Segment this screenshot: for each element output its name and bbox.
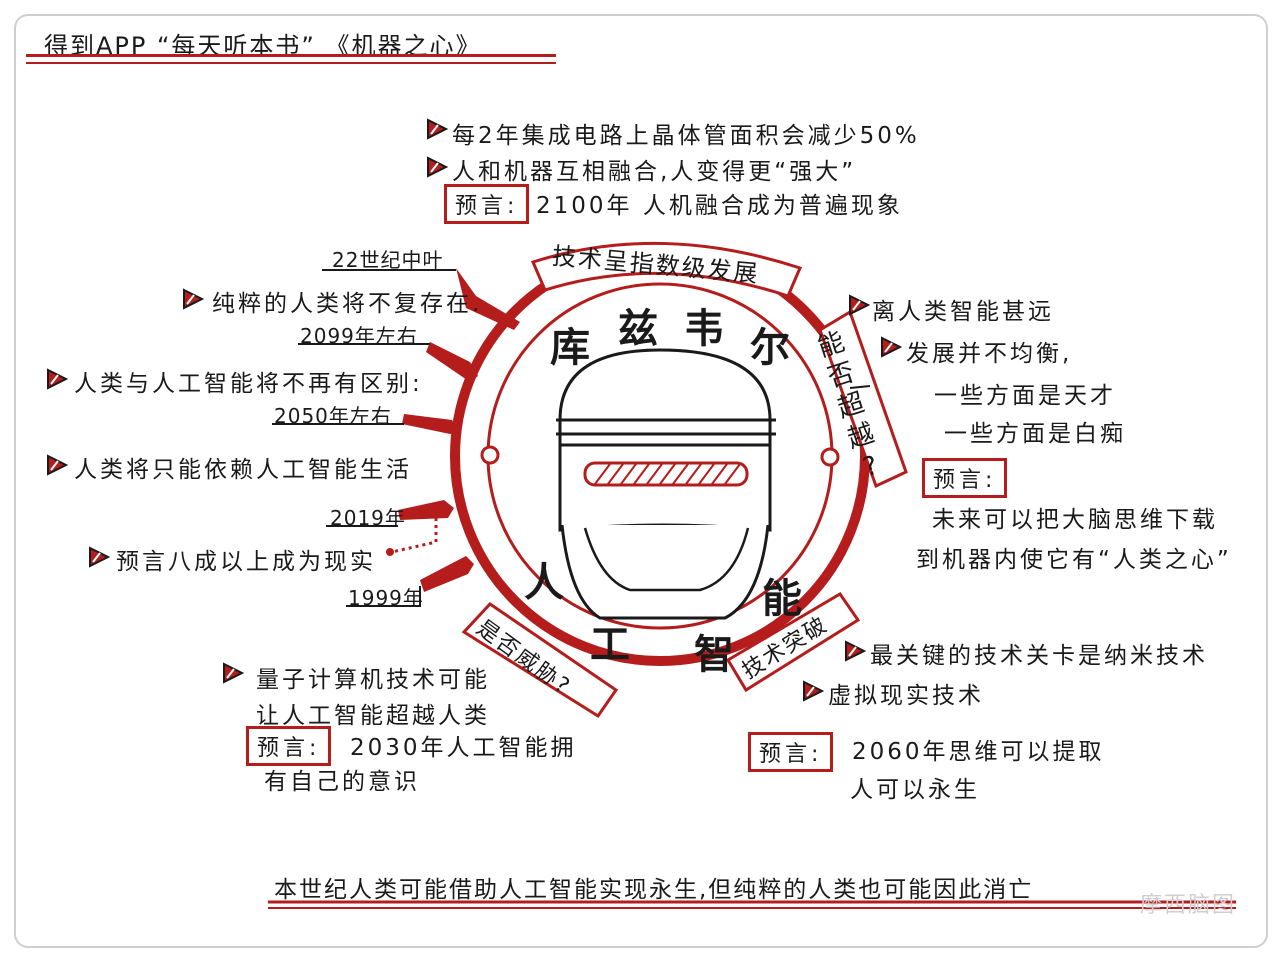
center-subject-char-1: 人 [524, 560, 564, 606]
center-name-char-2: 兹 [618, 306, 658, 352]
bottom-left-prediction-label: 预言: [246, 726, 332, 766]
timeline-year-2099: 2099年左右 [300, 324, 418, 348]
right-bullet-1: 离人类智能甚远 [872, 299, 1054, 325]
timeline-year-2050: 2050年左右 [274, 404, 392, 428]
ribbon-bottom-left [461, 602, 619, 719]
arrow-bullet-icon [845, 640, 866, 662]
ribbon-right [818, 309, 908, 489]
center-subject-char-3: 智 [694, 632, 734, 678]
bottom-right-prediction-line-1: 2060年思维可以提取 [852, 739, 1105, 765]
dotted-connector [391, 504, 438, 554]
bottom-right-prediction-line-2: 人可以永生 [850, 777, 980, 803]
arrow-bullet-icon [47, 454, 68, 476]
timeline-event-4: 预言八成以上成为现实 [116, 549, 376, 575]
top-bullet-1: 每2年集成电路上晶体管面积会减少50% [452, 123, 920, 149]
timeline-year-2019: 2019年 [330, 506, 406, 530]
arrow-bullet-icon [849, 294, 870, 316]
arrow-bullet-icon [427, 156, 448, 178]
top-prediction-text: 2100年 人机融合成为普遍现象 [536, 193, 903, 219]
conclusion-text: 本世纪人类可能借助人工智能实现永生,但纯粹的人类也可能因此消亡 [274, 877, 1034, 903]
robot-helmet-icon [556, 348, 776, 620]
right-sub-line-2: 一些方面是白痴 [944, 421, 1126, 447]
bottom-left-prediction-line-1: 2030年人工智能拥 [350, 735, 577, 761]
timeline-event-2: 人类与人工智能将不再有区别: [74, 371, 423, 397]
bottom-left-bullet-line-1: 量子计算机技术可能 [256, 667, 490, 693]
ribbon-bottom-right [725, 591, 861, 693]
timeline-leaders [272, 269, 456, 607]
center-name-char-1: 库 [550, 325, 590, 371]
arrow-bullet-icon [183, 288, 204, 310]
section-connectors [849, 385, 871, 389]
arrow-bullet-icon [881, 336, 902, 358]
right-prediction-label: 预言: [922, 458, 1008, 498]
top-bullet-2: 人和机器互相融合,人变得更“强大” [452, 159, 857, 185]
center-subject-char-4: 能 [762, 576, 802, 622]
title-underline [26, 54, 556, 57]
center-name-char-4: 尔 [750, 325, 790, 371]
right-bullet-2: 发展并不均衡, [906, 341, 1073, 367]
arrow-bullet-icon [223, 662, 244, 684]
center-name-char-3: 韦 [684, 306, 724, 352]
timeline-year-22c: 22世纪中叶 [332, 248, 444, 272]
timeline-event-3: 人类将只能依赖人工智能生活 [74, 457, 412, 483]
right-prediction-line-2: 到机器内使它有“人类之心” [916, 547, 1232, 573]
ribbon-top [530, 241, 803, 298]
watermark: 摩西脑图 [1139, 893, 1236, 918]
bottom-left-prediction-line-2: 有自己的意识 [264, 769, 420, 795]
bottom-left-bullet-line-2: 让人工智能超越人类 [256, 703, 490, 729]
right-prediction-line-1: 未来可以把大脑思维下载 [932, 507, 1218, 533]
visor-stripes [594, 463, 741, 485]
right-sub-line-1: 一些方面是天才 [934, 383, 1116, 409]
top-prediction-label: 预言: [444, 184, 530, 224]
bottom-right-bullet-2: 虚拟现实技术 [828, 683, 984, 709]
bottom-right-bullet-1: 最关键的技术关卡是纳米技术 [870, 643, 1208, 669]
arrow-bullet-icon [89, 546, 110, 568]
arrow-bullet-icon [803, 680, 824, 702]
arrow-bullet-icon [47, 368, 68, 390]
arrow-bullet-icon [427, 118, 448, 140]
bottom-right-prediction-label: 预言: [748, 732, 834, 772]
timeline-event-1: 纯粹的人类将不复存在. [212, 291, 483, 317]
timeline-spikes [398, 268, 520, 592]
ring-dot-icon [480, 445, 840, 467]
center-subject-char-2: 工 [590, 622, 630, 668]
title-underline-2 [26, 62, 556, 64]
timeline-year-1999: 1999年 [348, 586, 424, 610]
